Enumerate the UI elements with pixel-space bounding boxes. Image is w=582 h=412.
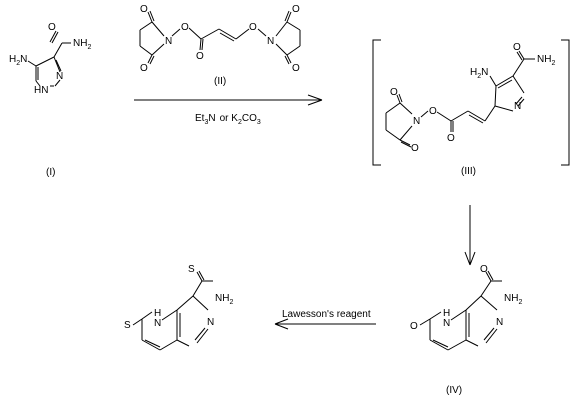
imide-nitrogen-iii: N bbox=[413, 116, 420, 127]
imide-oxygen-bottom-left: O bbox=[140, 63, 148, 74]
ester-oxygen-iii: O bbox=[429, 106, 437, 117]
imide-oxygen-bottom-right: O bbox=[292, 63, 300, 74]
thioamide-nh2: NH2 bbox=[215, 293, 233, 306]
ring-nitrogen: N bbox=[56, 71, 63, 82]
label-compound-III: (III) bbox=[461, 166, 476, 177]
compound-III: O O N O O N H2N O NH2 bbox=[372, 39, 570, 166]
reaction-arrow-3 bbox=[274, 318, 376, 330]
bracket-left bbox=[372, 39, 381, 166]
thione-sulfur: S bbox=[124, 320, 131, 331]
carbonyl-oxygen-iii-amide: O bbox=[513, 42, 521, 53]
imide-nitrogen-right: N bbox=[267, 36, 274, 47]
ring-nh-h-iv: H bbox=[443, 308, 450, 319]
ring-nitrogen-iii: N bbox=[514, 101, 521, 112]
compound-I: O NH2 H2N N HN bbox=[9, 22, 91, 96]
carbonyl-oxygen: O bbox=[48, 22, 56, 33]
amide-nh2-iv: NH2 bbox=[504, 293, 522, 306]
ring-nitrogen-iv: N bbox=[496, 317, 503, 328]
ring-nh-n-v: N bbox=[154, 318, 161, 329]
imide-nitrogen-left: N bbox=[165, 36, 172, 47]
carbonyl-oxygen-iv-amide: O bbox=[480, 264, 488, 275]
carbonyl-oxygen-ii: O bbox=[196, 51, 204, 62]
compound-IV: O H N N O NH2 bbox=[410, 264, 522, 351]
imide-oxygen-top-iii: O bbox=[390, 87, 398, 98]
amino-nh2-iii: H2N bbox=[470, 67, 488, 80]
imide-oxygen-top-right: O bbox=[292, 4, 300, 15]
thioamide-sulfur: S bbox=[188, 264, 195, 275]
imide-oxygen-top-left: O bbox=[140, 4, 148, 15]
ring-nh: HN bbox=[34, 85, 48, 96]
ester-oxygen-right: O bbox=[249, 22, 257, 33]
carbonyl-bond bbox=[51, 31, 59, 44]
amide-nh2-iii: NH2 bbox=[537, 54, 555, 67]
reaction-arrow-2 bbox=[464, 205, 476, 266]
label-compound-II: (II) bbox=[214, 76, 226, 87]
carbonyl-oxygen-iii: O bbox=[447, 133, 455, 144]
ester-oxygen-left: O bbox=[181, 22, 189, 33]
conditions-step-3: Lawesson's reagent bbox=[282, 309, 371, 320]
compound-II: O O N O O O N O O bbox=[139, 4, 301, 74]
imide-oxygen-bottom-iii: O bbox=[411, 143, 419, 154]
bracket-right bbox=[561, 39, 570, 166]
label-compound-I: (I) bbox=[46, 167, 55, 178]
label-compound-IV: (IV) bbox=[446, 385, 462, 396]
ring-nh-n-iv: N bbox=[443, 318, 450, 329]
reaction-arrow-1 bbox=[134, 94, 323, 106]
carbonyl-oxygen-iv: O bbox=[410, 321, 418, 332]
compound-V: S H N N S NH2 bbox=[124, 264, 233, 351]
ring-nh-h-v: H bbox=[154, 308, 161, 319]
amide-nh2: NH2 bbox=[73, 38, 91, 51]
ring-nitrogen-v: N bbox=[207, 317, 214, 328]
amino-nh2: H2N bbox=[9, 54, 27, 67]
